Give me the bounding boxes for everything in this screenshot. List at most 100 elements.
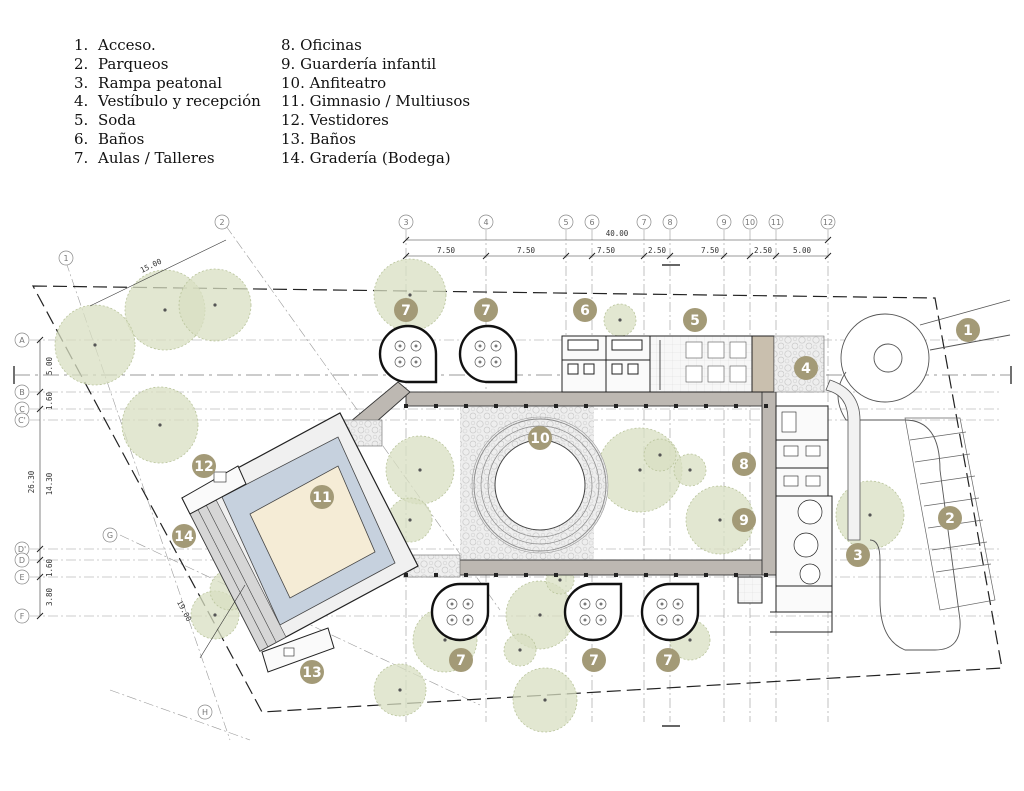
program-marker-label: 10 — [530, 431, 550, 447]
program-marker-label: 5 — [690, 313, 700, 329]
classroom-pod — [563, 582, 623, 642]
program-marker-label: 12 — [194, 459, 213, 475]
column — [614, 573, 618, 577]
dim-segment: 7.50 — [437, 246, 456, 255]
grid-axis-label: C — [19, 405, 25, 414]
column — [494, 573, 498, 577]
tree — [643, 438, 677, 472]
corridor-columns — [404, 404, 768, 577]
grid-axis-label: A — [19, 336, 25, 345]
grid-axis-bubble: 7 — [636, 214, 652, 230]
grid-axis-bubble: G — [102, 527, 118, 543]
dim-segment: 5.00 — [793, 246, 812, 255]
legend-item: 4.Vestíbulo y recepción — [74, 92, 261, 111]
dim-segment: 7.50 — [517, 246, 536, 255]
legend-item: 2.Parqueos — [74, 54, 169, 73]
dim-left-segment: 3.80 — [45, 587, 54, 606]
east-wall — [770, 611, 833, 633]
classroom-pod — [378, 324, 438, 384]
tree — [373, 663, 427, 717]
classroom-pod — [640, 582, 700, 642]
grid-axis-label: B — [19, 388, 25, 397]
grid-axis-label: 4 — [483, 218, 488, 227]
legend-item: 13. Baños — [281, 129, 356, 148]
grid-axis-bubble: 3 — [398, 214, 414, 230]
program-marker: 7 — [449, 648, 473, 672]
dim-segment: 7.50 — [701, 246, 720, 255]
program-marker: 7 — [582, 648, 606, 672]
program-marker-label: 4 — [801, 361, 811, 377]
grid-axis-label: 5 — [563, 218, 568, 227]
tree — [603, 303, 637, 337]
grid-axis-bubble: D — [14, 552, 30, 568]
tree — [673, 453, 707, 487]
legend-item: 1.Acceso. — [74, 36, 156, 54]
tree — [121, 386, 199, 464]
grid-axis-bubble: C' — [14, 412, 30, 428]
program-marker: 7 — [656, 648, 680, 672]
grid-axis-bubble: F — [14, 608, 30, 624]
grid-axis-label: D' — [18, 545, 26, 554]
dim-segment: 2.50 — [754, 246, 773, 255]
program-marker: 9 — [732, 508, 756, 532]
column — [404, 573, 408, 577]
column — [554, 573, 558, 577]
dim-diagonal: 19.00 — [175, 599, 194, 624]
column — [584, 404, 588, 408]
column — [644, 404, 648, 408]
grid-axis-label: 9 — [721, 218, 726, 227]
column — [554, 404, 558, 408]
program-marker: 6 — [573, 298, 597, 322]
column — [464, 404, 468, 408]
grid-axis-bubble: H — [197, 704, 213, 720]
column — [644, 573, 648, 577]
column — [584, 573, 588, 577]
program-marker-label: 13 — [302, 665, 321, 681]
column — [524, 404, 528, 408]
bathrooms-block — [561, 335, 651, 393]
tree — [385, 435, 455, 505]
program-marker-label: 7 — [401, 303, 411, 319]
grid-axis-label: 1 — [63, 254, 68, 263]
grid-axis-bubble: E — [14, 569, 30, 585]
grid-axis-label: 7 — [641, 218, 646, 227]
grid-axis-bubble: 1 — [58, 250, 74, 266]
program-marker: 11 — [310, 485, 334, 509]
program-marker-label: 7 — [663, 653, 673, 669]
legend-item: 5.Soda — [74, 111, 136, 130]
program-marker: 2 — [938, 506, 962, 530]
dimension-lines — [39, 239, 828, 659]
gym-court — [249, 465, 376, 599]
program-marker-label: 1 — [963, 323, 973, 339]
column — [674, 404, 678, 408]
grid-axis-bubble: 6 — [584, 214, 600, 230]
amphitheater-stage — [494, 439, 586, 531]
pedestrian-ramp — [825, 379, 861, 541]
grid-axis-bubble: 9 — [716, 214, 732, 230]
column — [434, 573, 438, 577]
column — [494, 404, 498, 408]
column — [404, 404, 408, 408]
bleachers — [181, 483, 287, 652]
legend-item: 7.Aulas / Talleres — [74, 148, 215, 167]
grid-axis-label: 10 — [745, 218, 755, 227]
grid-axis-bubble: A — [14, 332, 30, 348]
access-road — [837, 299, 1011, 651]
program-marker-label: 2 — [945, 511, 955, 527]
program-marker: 3 — [846, 543, 870, 567]
program-marker-label: 6 — [580, 303, 590, 319]
grid-axis-bubble: 12 — [820, 214, 836, 230]
tree — [512, 667, 578, 733]
tree — [597, 427, 683, 513]
dim-overall: 40.00 — [606, 229, 629, 238]
column — [674, 573, 678, 577]
column — [704, 404, 708, 408]
tree — [54, 304, 136, 386]
soda-block — [649, 335, 775, 393]
program-marker-label: 11 — [312, 490, 331, 506]
grid-axis-label: E — [19, 573, 24, 582]
grid-axis-label: G — [107, 531, 113, 540]
daycare-block — [737, 495, 833, 613]
column — [764, 573, 768, 577]
dim-left-segment: 1.60 — [45, 391, 54, 410]
